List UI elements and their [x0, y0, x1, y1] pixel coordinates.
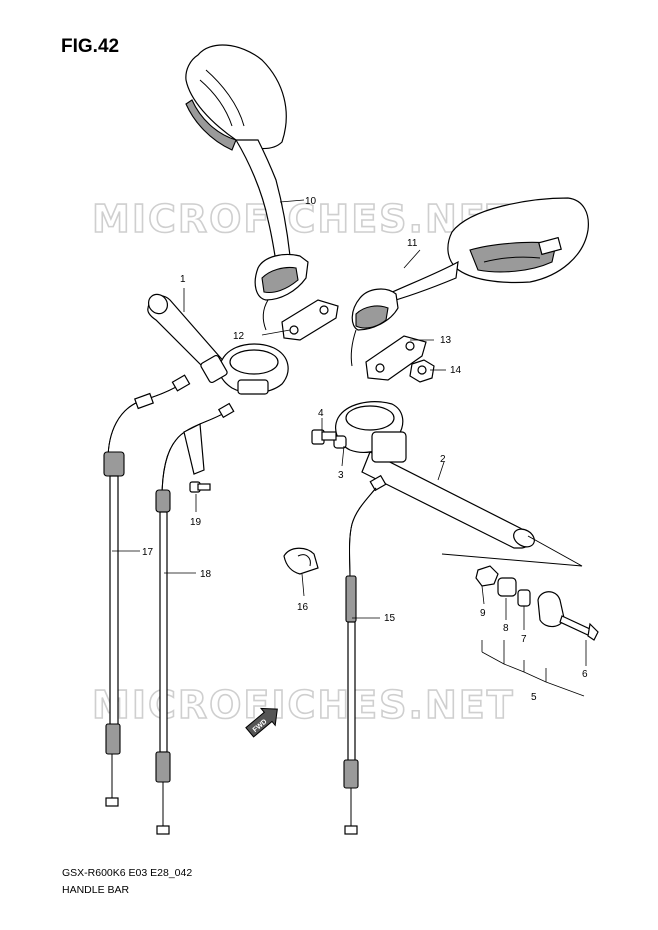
callout-4: 4 [318, 408, 324, 419]
callout-7: 7 [521, 634, 527, 645]
part-9-plug [475, 565, 499, 587]
figure-title: FIG.42 [61, 36, 119, 57]
callout-16: 16 [297, 602, 309, 613]
callout-15: 15 [384, 613, 396, 624]
watermark-bottom: MICROFICHES.NET [92, 683, 515, 727]
callout-17: 17 [142, 547, 154, 558]
callouts: 1 2 3 4 5 6 7 8 9 10 11 12 13 14 15 16 1… [142, 196, 588, 703]
part-4-bolt [311, 429, 337, 445]
watermark-top: MICROFICHES.NET [92, 197, 515, 241]
callout-5: 5 [531, 692, 537, 703]
callout-18: 18 [200, 569, 212, 580]
callout-12: 12 [233, 331, 245, 342]
callout-1: 1 [180, 274, 186, 285]
part-2-right-handlebar [335, 401, 535, 549]
footer-model-code: GSX-R600K6 E03 E28_042 [62, 867, 192, 879]
callout-6: 6 [582, 669, 588, 680]
part-1-left-handlebar [147, 293, 289, 395]
part-12-bracket [281, 299, 339, 341]
part-13-bracket [365, 335, 427, 381]
callout-14: 14 [450, 365, 462, 376]
part-11-right-mirror [350, 197, 589, 367]
part-14-nut [409, 359, 435, 383]
leader-lines [112, 199, 587, 666]
callout-11: 11 [407, 238, 418, 249]
section-marker [441, 535, 583, 567]
callout-19: 19 [190, 517, 202, 528]
callout-10: 10 [305, 196, 317, 207]
callout-9: 9 [480, 608, 486, 619]
part-18-return-cable [155, 402, 235, 835]
group-5-bracket [481, 640, 585, 697]
part-7-washer [517, 589, 531, 607]
part-17-throttle-cable [103, 374, 191, 807]
callout-2: 2 [440, 454, 446, 465]
part-19-screw [189, 481, 211, 493]
footer-caption: HANDLE BAR [62, 884, 130, 896]
part-15-clutch-cable [343, 474, 387, 835]
callout-3: 3 [338, 470, 344, 481]
part-16-clamp [283, 547, 319, 575]
part-3-collar [333, 435, 347, 449]
part-10-left-mirror [185, 44, 309, 331]
callout-8: 8 [503, 623, 509, 634]
callout-13: 13 [440, 335, 452, 346]
part-8-spacer [497, 577, 517, 597]
part-6-screw [559, 615, 599, 641]
